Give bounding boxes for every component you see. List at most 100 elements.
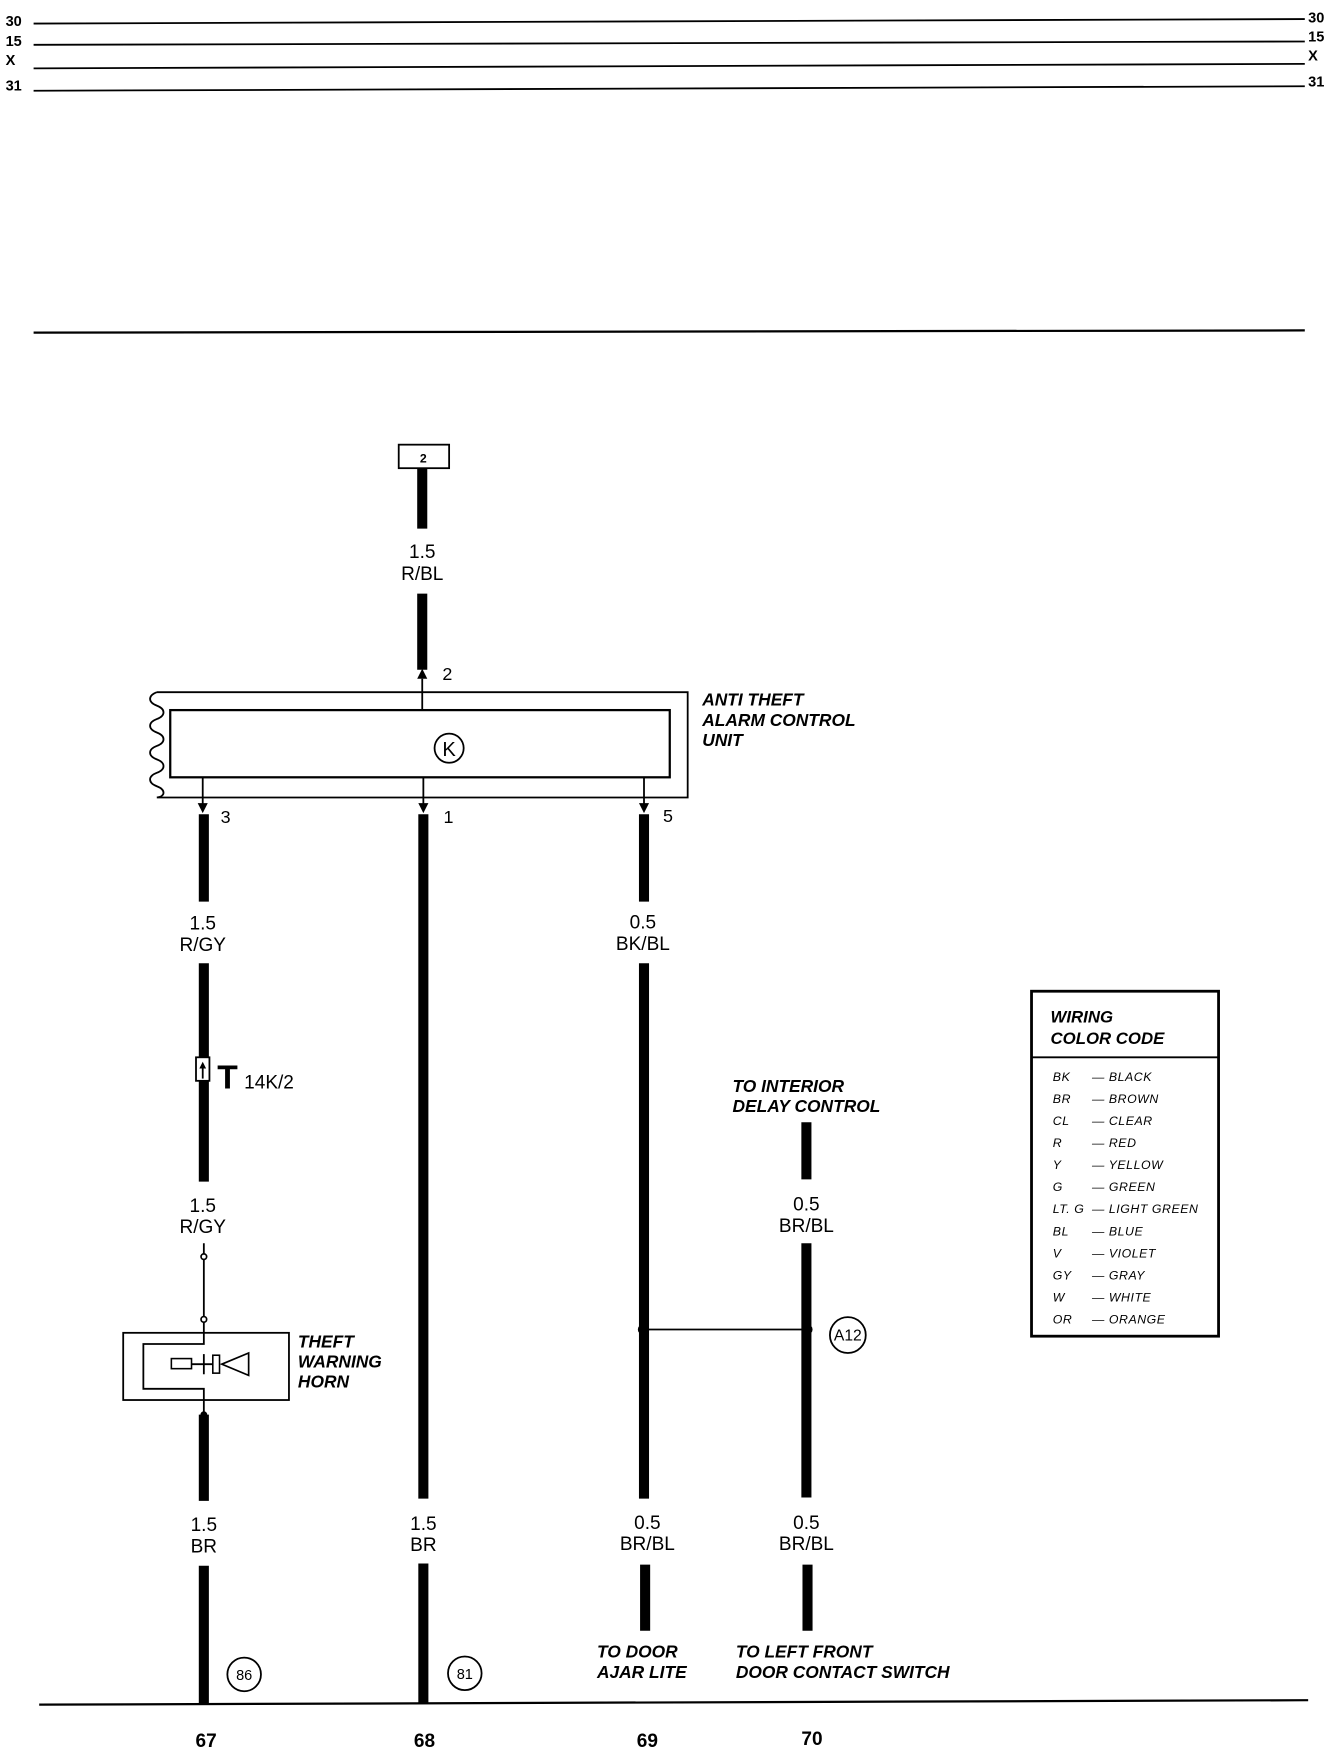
legend-entry-code: GY [1053, 1268, 1072, 1282]
legend-entry-code: Y [1053, 1158, 1062, 1172]
legend-entry-name: — ORANGE [1091, 1313, 1166, 1327]
bus-line-15 [33, 40, 1305, 46]
legend-entry-name: — LIGHT GREEN [1091, 1202, 1198, 1216]
pin-1-number: 1 [444, 807, 454, 827]
connector-t-ref: 14K/2 [244, 1073, 294, 1094]
dest-door-contact-line-1: TO LEFT FRONT [736, 1642, 874, 1662]
bus-label-left-x: X [6, 53, 16, 69]
dest-door-ajar-line-2: AJAR LITE [596, 1662, 688, 1682]
separator-line [33, 329, 1305, 334]
legend-entry-code: BR [1053, 1092, 1071, 1106]
wire-pin5-upper-color: BK/BL [616, 934, 670, 955]
control-unit: K ANTI THEFT ALARM CONTROL UNIT [149, 690, 856, 799]
wire-door-contact-color: BR/BL [779, 1534, 834, 1555]
legend-entry-code: BL [1053, 1224, 1069, 1238]
wire-pin3-upper-gauge: 1.5 [189, 914, 215, 935]
wire-pin3-lower-gauge: 1.5 [189, 1196, 215, 1217]
pin-1-arrow [418, 803, 429, 814]
theft-warning-horn: THEFT WARNING HORN [122, 1321, 382, 1414]
dest-interior-delay-line-1: TO INTERIOR [732, 1076, 844, 1096]
bus-label-right-x: X [1308, 49, 1318, 65]
dest-interior-delay-line-2: DELAY CONTROL [732, 1096, 880, 1116]
legend-entry-name: — GREEN [1091, 1180, 1155, 1194]
horn-internal-wiring [142, 1321, 205, 1414]
horn-diaphragm [212, 1354, 221, 1374]
connector-t: T 14K/2 [195, 1056, 294, 1097]
dest-door-contact-line-2: DOOR CONTACT SWITCH [736, 1662, 950, 1682]
bus-label-right-31: 31 [1308, 74, 1324, 90]
bus-label-left-30: 30 [6, 14, 22, 30]
legend-entry-name: — VIOLET [1091, 1246, 1157, 1260]
bus-line-31 [33, 85, 1305, 92]
control-unit-outer [149, 691, 689, 799]
pin-5-arrow [638, 803, 650, 814]
wire-pin5-upper-gauge: 0.5 [630, 913, 656, 934]
pin-top-number: 2 [442, 664, 452, 684]
ground-point-86: 86 [236, 1668, 252, 1684]
legend-box [1030, 989, 1220, 1338]
current-track-68: 68 [414, 1731, 435, 1752]
bus-label-right-15: 15 [1308, 29, 1324, 45]
ground-point-86-circle [226, 1656, 262, 1693]
bus-lines: 30 15 X 31 30 15 X 31 [6, 10, 1325, 94]
control-unit-symbol: K [442, 739, 456, 761]
legend-entry-code: V [1053, 1246, 1063, 1260]
supply-terminal-label: 2 [420, 452, 427, 466]
bottom-line [39, 1699, 1309, 1706]
legend-entry-name: — BLUE [1091, 1224, 1143, 1238]
legend-entry-code: CL [1053, 1114, 1070, 1128]
legend-title-line-1: WIRING [1051, 1008, 1113, 1027]
control-unit-symbol-circle [433, 732, 465, 764]
legend-entry-code: BK [1053, 1070, 1071, 1084]
wire-pin1-ground-color: BR [410, 1535, 436, 1556]
pin-5-number: 5 [663, 806, 673, 826]
wire-pin3-lower-color: R/GY [179, 1217, 226, 1238]
legend-entry-name: — GRAY [1091, 1268, 1145, 1282]
connector-t-arrow [199, 1061, 207, 1069]
legend-entry-code: R [1053, 1136, 1062, 1150]
wire-supply-gauge: 1.5 [409, 542, 435, 563]
current-track-70: 70 [801, 1729, 822, 1750]
legend-entry-name: — WHITE [1091, 1290, 1152, 1304]
bus-line-30 [33, 18, 1305, 25]
control-unit-inner [169, 708, 671, 779]
horn-terminal-top [200, 1253, 208, 1261]
ground-point-81: 81 [457, 1667, 473, 1683]
wire-supply-color: R/BL [401, 564, 443, 585]
wire-horn-ground-color: BR [191, 1536, 217, 1557]
bus-label-left-15: 15 [6, 34, 22, 50]
wire-door-ajar-color: BR/BL [620, 1534, 675, 1555]
splice-a12-circle [829, 1316, 867, 1354]
horn-name-line-1: THEFT [298, 1331, 355, 1351]
wire-horn-ground-gauge: 1.5 [191, 1515, 217, 1536]
legend-entry-name: — BLACK [1091, 1070, 1152, 1084]
horn-terminal-mid [200, 1315, 208, 1324]
legend-entry-name: — YELLOW [1091, 1158, 1164, 1172]
wiring-color-legend: WIRING COLOR CODE BK — BLACK BR — BROWN CL — … [1030, 989, 1220, 1338]
control-unit-name-line-3: UNIT [702, 730, 744, 750]
splice-junction-right [802, 1324, 813, 1335]
wire-interior-delay-gauge: 0.5 [793, 1195, 819, 1216]
pin-3-arrow [197, 803, 208, 814]
current-track-67: 67 [195, 1731, 216, 1752]
dest-door-ajar-line-1: TO DOOR [597, 1642, 678, 1662]
horn-name-line-3: HORN [298, 1372, 350, 1392]
horn-box [122, 1331, 290, 1401]
legend-entry-code: W [1053, 1290, 1066, 1304]
wire-door-contact-gauge: 0.5 [793, 1513, 819, 1534]
legend-title-line-2: COLOR CODE [1051, 1029, 1166, 1048]
pin-top-arrow [417, 668, 428, 679]
wire-door-ajar-gauge: 0.5 [634, 1513, 660, 1534]
horn-icon [219, 1351, 250, 1377]
ground-point-81-circle [447, 1655, 483, 1692]
bus-label-right-30: 30 [1308, 10, 1324, 26]
legend-entry-name: — BROWN [1091, 1092, 1159, 1106]
pin-3-number: 3 [221, 807, 231, 827]
legend-entry-code: G [1053, 1180, 1063, 1194]
splice-a12-label: A12 [834, 1328, 862, 1345]
wire-pin1-ground-gauge: 1.5 [410, 1514, 436, 1535]
control-unit-name-line-1: ANTI THEFT [701, 690, 805, 710]
control-unit-name-line-2: ALARM CONTROL [701, 710, 855, 730]
